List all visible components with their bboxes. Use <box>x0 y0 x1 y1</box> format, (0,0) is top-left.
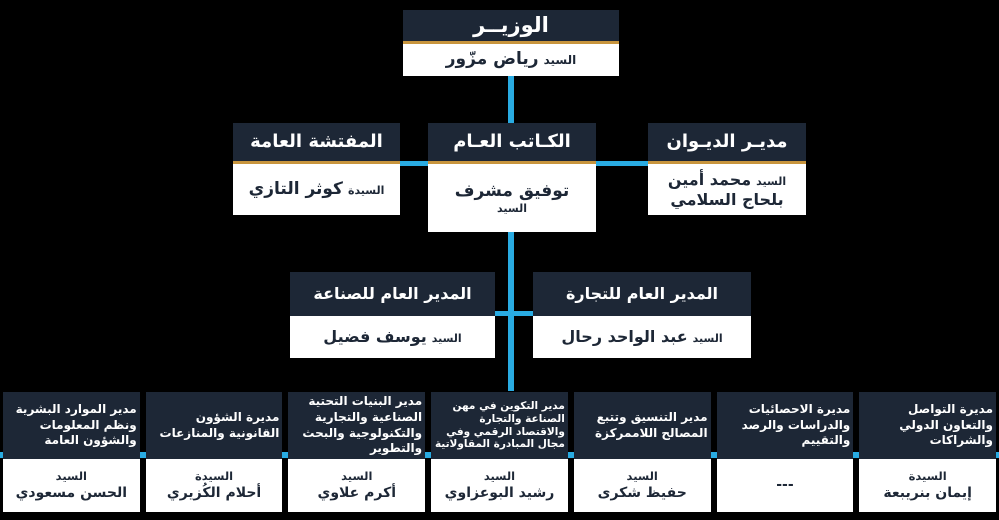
trade-dg-title: المدير العام للتجارة <box>533 272 751 316</box>
director-node-hr: مدير الموارد البشرية ونظم المعلومات والش… <box>2 392 140 512</box>
connector-minister-vertical <box>508 74 514 124</box>
minister-name: رياض مزّور <box>445 49 539 70</box>
director-name-prefix: السيد <box>341 468 373 483</box>
director-name-prefix: السيد <box>55 468 87 483</box>
director-name: أحلام الكُزيري <box>166 484 262 501</box>
director-title: مديرة الاحصائيات والدراسات والرصد والتقي… <box>716 392 854 459</box>
industry-dg-node: المدير العام للصناعة السيد يوسف فضيل <box>290 272 495 358</box>
inspector-general-node: المفتشة العامة السيدة كوثر التازي <box>233 123 400 215</box>
director-name: أكرم علاوي <box>317 484 397 501</box>
director-node-infrastructure: مدير البنيات التحتية الصناعية والتجارية … <box>288 392 426 512</box>
cabinet-director-node: مديـر الديـوان السيد محمد أمين بلحاج الس… <box>648 123 806 215</box>
trade-name-prefix: السيد <box>692 332 723 345</box>
director-title: مديرة التواصل والتعاون الدولي والشراكات <box>859 392 996 459</box>
inspector-name-prefix: السيدة <box>347 183 385 197</box>
cabinet-name-prefix: السيد <box>756 174 787 188</box>
minister-name-prefix: السيد <box>543 53 577 68</box>
director-title: مدير الموارد البشرية ونظم المعلومات والش… <box>2 392 140 459</box>
director-title: مديرة الشؤون القانونية والمنازعات <box>145 392 283 459</box>
industry-name-prefix: السيد <box>431 332 462 345</box>
trade-dg-node: المدير العام للتجارة السيد عبد الواحد رح… <box>533 272 751 358</box>
secretary-name-prefix: السيد <box>497 201 527 215</box>
minister-title: الوزيــر <box>403 10 619 41</box>
director-node-training: مدير التكوين في مهن الصناعة والتجارة وال… <box>431 392 568 512</box>
director-name-prefix: السيد <box>626 468 658 483</box>
inspector-name: كوثر التازي <box>248 178 343 199</box>
gold-divider <box>428 161 596 164</box>
cabinet-director-title: مديـر الديـوان <box>648 123 806 161</box>
connector-level3-horizontal <box>494 311 534 316</box>
director-node-communication: مديرة التواصل والتعاون الدولي والشراكات … <box>859 392 996 512</box>
director-name-prefix: السيدة <box>195 468 234 483</box>
director-name-prefix: السيدة <box>908 468 947 483</box>
director-name: --- <box>776 477 794 494</box>
gold-divider <box>648 161 806 164</box>
trade-name: عبد الواحد رحال <box>561 327 688 346</box>
cabinet-name-line1: محمد أمين <box>667 169 752 189</box>
director-title: مدير التنسيق وتتبع المصالح اللاممركزة <box>573 392 711 459</box>
director-title: مدير التكوين في مهن الصناعة والتجارة وال… <box>431 392 568 459</box>
director-title: مدير البنيات التحتية الصناعية والتجارية … <box>288 392 426 459</box>
director-name-prefix: السيد <box>483 468 516 483</box>
director-name: إيمان بنريبعة <box>883 484 972 501</box>
industry-name: يوسف فضيل <box>323 327 427 346</box>
director-name: حفيظ شكرى <box>597 484 687 501</box>
connector-secretary-vertical <box>508 230 514 391</box>
secretary-general-node: الكـاتب العـام توفيق مشرف السيد <box>428 123 596 232</box>
director-node-coordination: مدير التنسيق وتتبع المصالح اللاممركزة ال… <box>573 392 711 512</box>
secretary-name: توفيق مشرف <box>454 180 570 201</box>
cabinet-name-line2: بلحاج السلامي <box>670 189 784 209</box>
director-node-legal: مديرة الشؤون القانونية والمنازعات السيدة… <box>145 392 283 512</box>
director-name: رشيد البوعزاوي <box>444 484 555 501</box>
inspector-general-title: المفتشة العامة <box>233 123 400 161</box>
industry-dg-title: المدير العام للصناعة <box>290 272 495 316</box>
gold-divider <box>403 41 619 44</box>
gold-divider <box>233 161 400 164</box>
director-node-statistics: مديرة الاحصائيات والدراسات والرصد والتقي… <box>716 392 854 512</box>
director-name: الحسن مسعودي <box>15 484 128 501</box>
secretary-general-title: الكـاتب العـام <box>428 123 596 161</box>
minister-node: الوزيــر السيد رياض مزّور <box>403 10 619 76</box>
directors-row: مديرة التواصل والتعاون الدولي والشراكات … <box>2 392 996 512</box>
